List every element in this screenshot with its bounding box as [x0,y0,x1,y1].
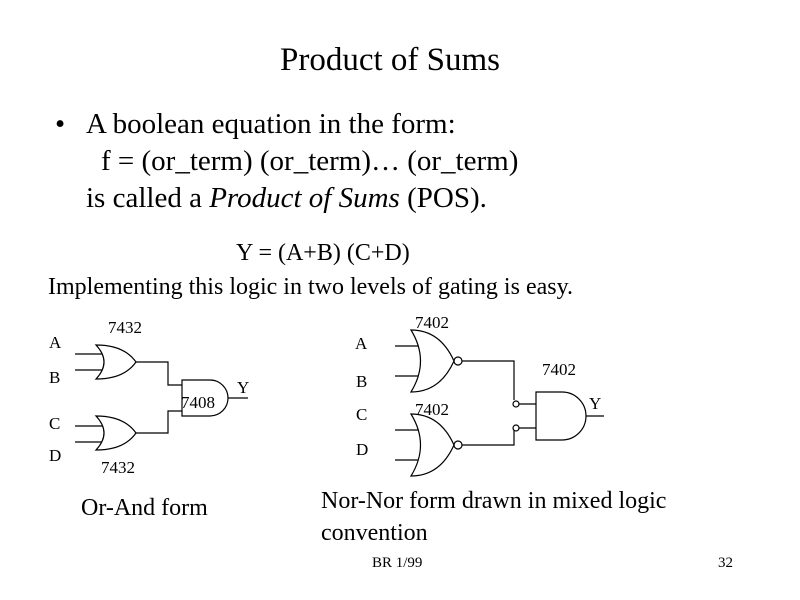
wire-or-top-out [136,361,182,386]
page-number: 32 [718,555,733,571]
slide-title: Product of Sums [279,42,500,78]
nor-gate-out [535,391,587,441]
or-and-label-y: Y [237,378,250,397]
nor-label-y: Y [589,394,602,413]
or-gate-bottom [94,415,137,451]
equation: Y = (A+B) (C+D) [236,240,410,266]
wire-or-bottom-out [136,410,182,434]
implement-line: Implementing this logic in two levels of… [48,274,574,300]
nor-label-c: C [356,405,368,424]
footer: BR 1/99 [372,555,423,571]
or-and-label-c: C [49,414,61,433]
bullet-line-3: is called a Product of Sums (POS). [86,182,487,215]
or-and-label-b: B [49,368,61,387]
wire-nor-top-out [462,360,515,400]
nor-label-b: B [356,372,368,391]
or-and-label-a: A [49,333,62,352]
nor-label-a: A [355,334,368,353]
chip-or-top: 7432 [108,318,142,337]
bullet-marker: • [55,108,66,140]
nor-caption-line-2: convention [321,520,428,546]
chip-nor-top: 7402 [415,313,449,332]
or-gate-top [94,344,137,380]
and-gate [181,379,229,417]
chip-nor-bottom: 7402 [415,400,449,419]
bullet-line-3-prefix: is called a [86,182,210,214]
chip-and: 7408 [181,393,215,412]
bubble-in-bottom [512,424,520,432]
bullet-line-3-suffix: (POS). [399,182,487,214]
chip-or-bottom: 7432 [101,458,135,477]
pos-term: Product of Sums [209,182,400,214]
nor-gate-top [409,329,463,393]
bullet-line-2: f = (or_term) (or_term)… (or_term) [101,145,519,177]
nor-label-d: D [356,440,369,459]
nor-gate-bottom [409,413,463,477]
or-and-label-d: D [49,446,62,465]
or-and-caption: Or-And form [81,495,208,521]
bullet-line-1: A boolean equation in the form: [86,108,456,140]
bubble-in-top [512,400,520,408]
chip-nor-out: 7402 [542,360,576,379]
wire-nor-bottom-out [462,430,515,446]
nor-caption-line-1: Nor-Nor form drawn in mixed logic [321,488,667,514]
